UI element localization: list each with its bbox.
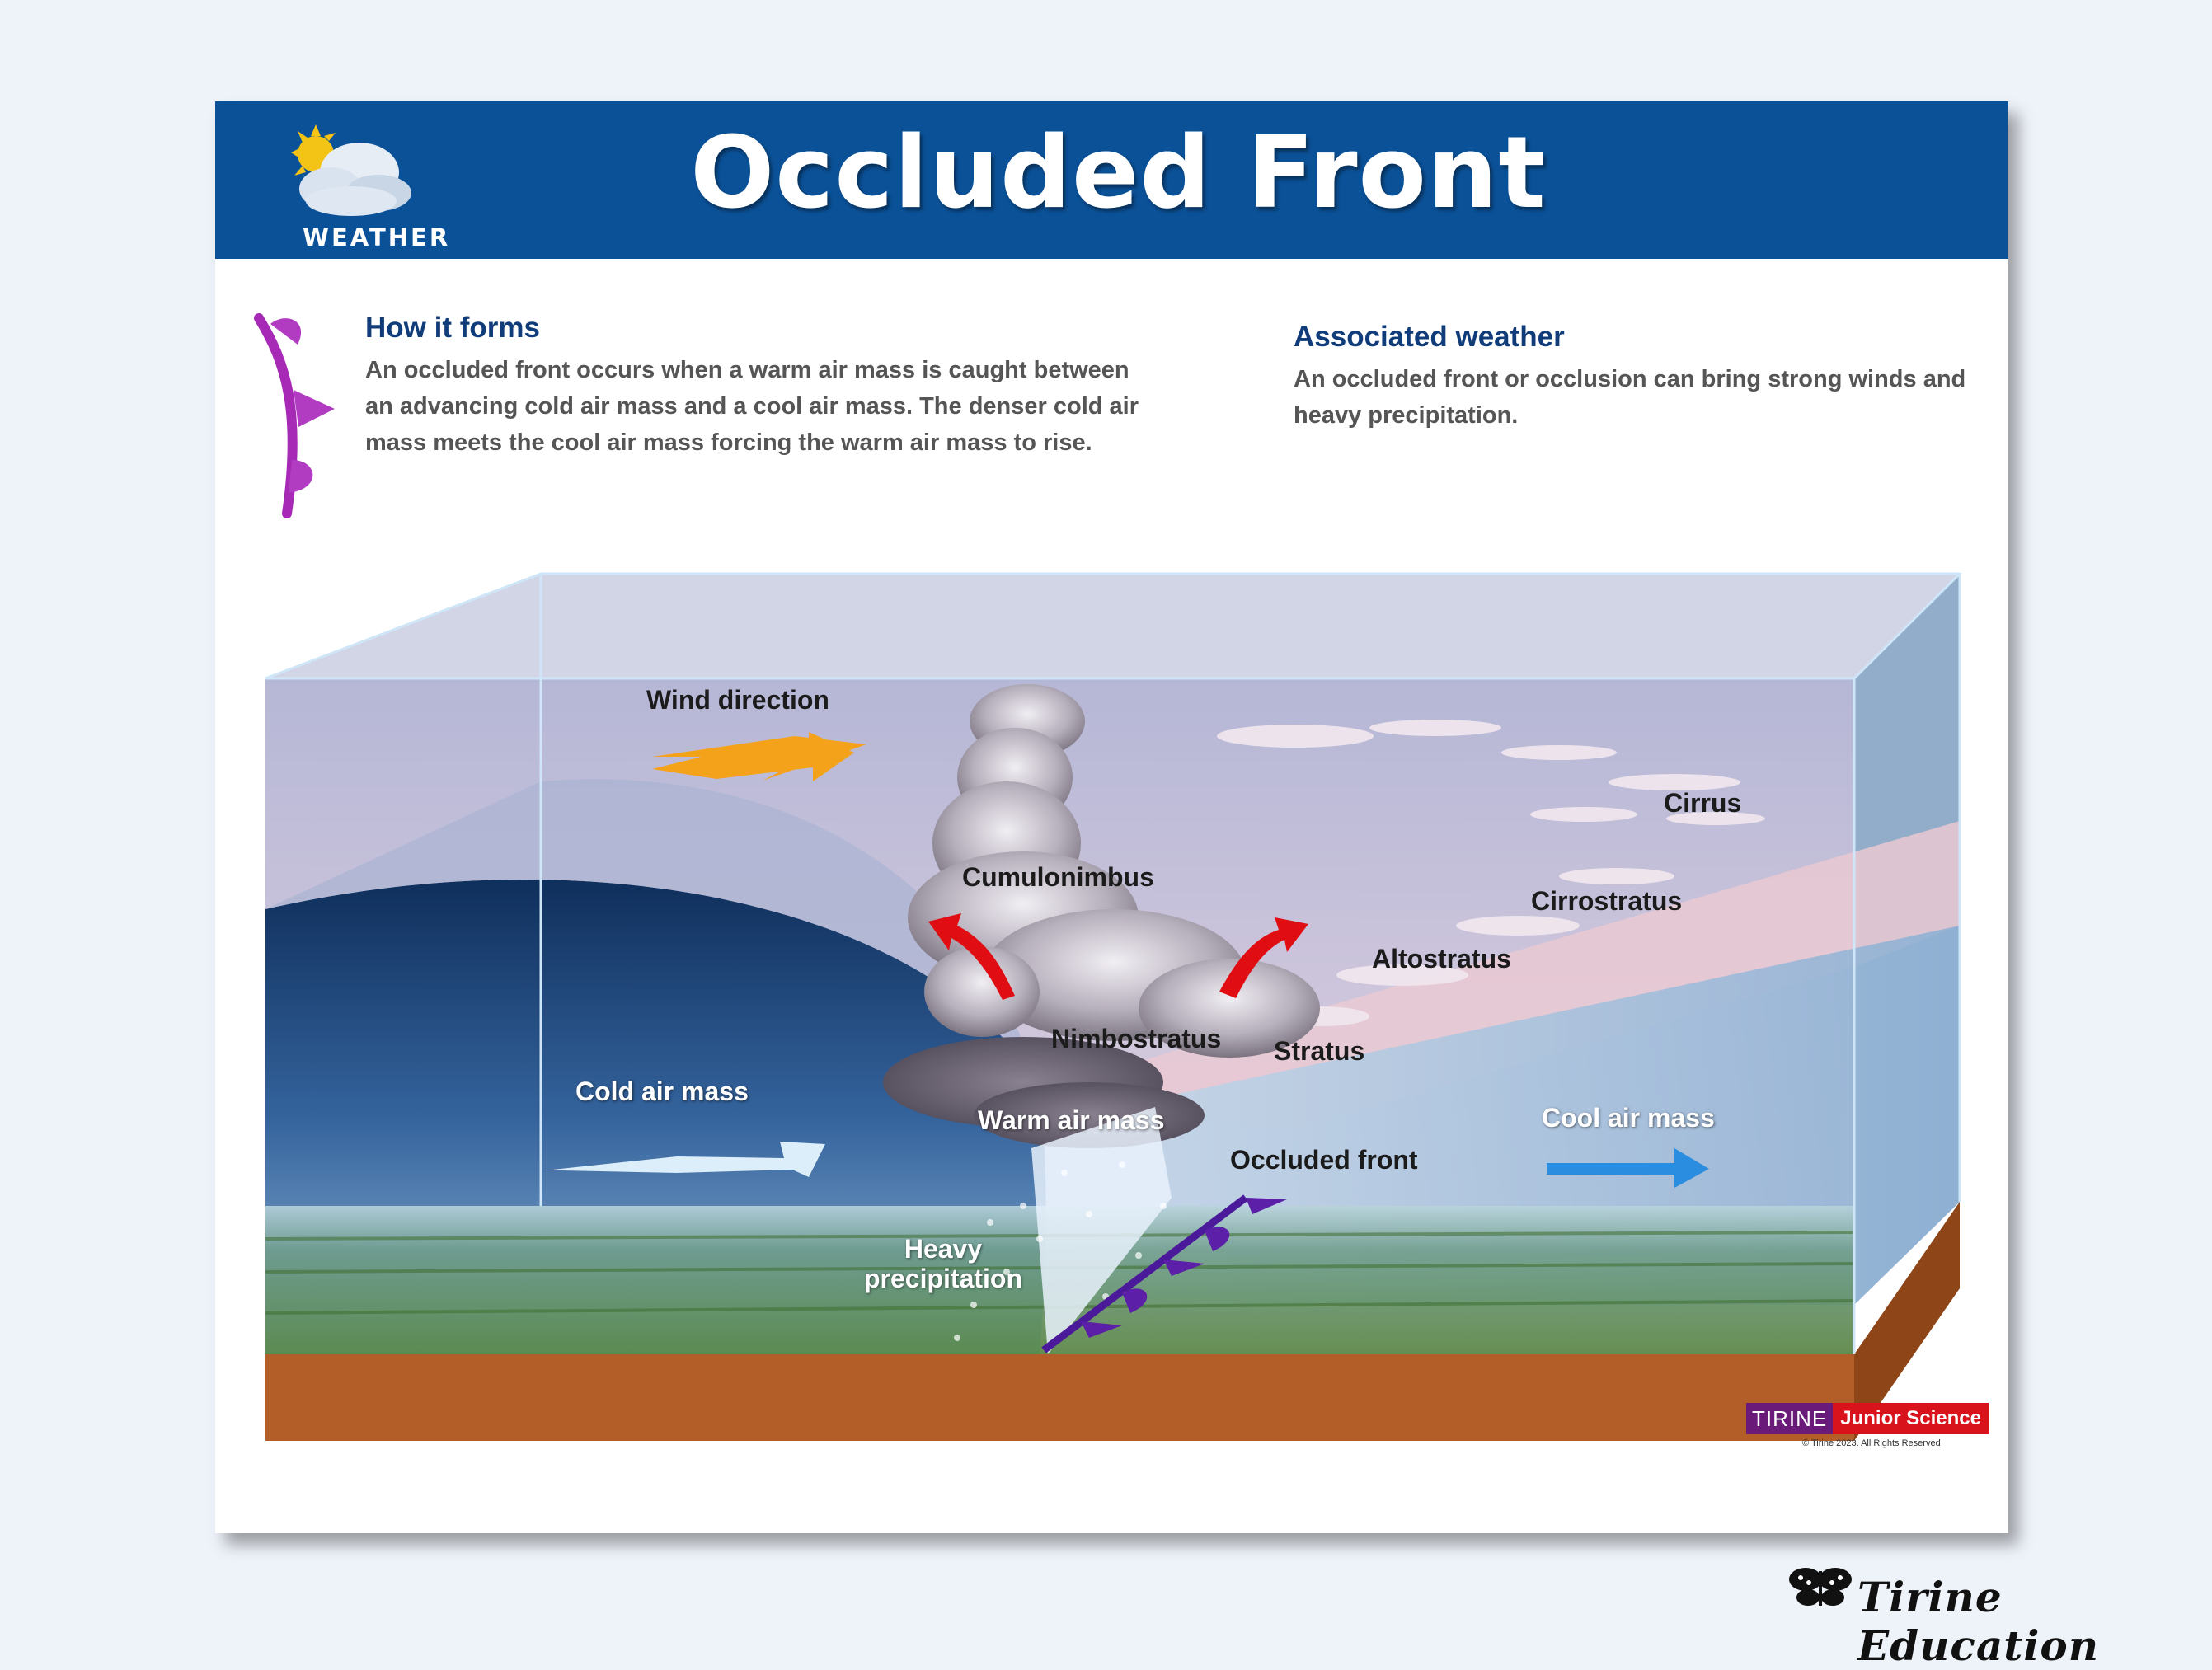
label-heavy: Heavy xyxy=(904,1234,983,1264)
how-it-forms-heading: How it forms xyxy=(365,312,540,344)
page-title: Occluded Front xyxy=(690,116,1547,231)
butterfly-icon xyxy=(1789,1568,1852,1606)
associated-weather-text: An occluded front or occlusion can bring… xyxy=(1294,361,1965,434)
label-warm-air-mass: Warm air mass xyxy=(978,1105,1165,1135)
occluded-front-line-icon xyxy=(1041,1194,1287,1353)
wind-direction-arrow-icon-body xyxy=(652,732,854,781)
logo-label: WEATHER xyxy=(303,223,451,251)
label-cirrus: Cirrus xyxy=(1664,788,1742,818)
tirine-brand-badge: TIRINE Junior Science xyxy=(1746,1403,1989,1434)
brand-right: Junior Science xyxy=(1833,1403,1989,1434)
label-cumulonimbus: Cumulonimbus xyxy=(962,862,1154,892)
label-wind-direction: Wind direction xyxy=(646,685,829,715)
label-heavy-precipitation: Heavy precipitation xyxy=(848,1234,1038,1293)
header-bar: WEATHER Occluded Front xyxy=(215,101,2008,259)
how-it-forms-line: mass meets the cool air mass forcing the… xyxy=(365,429,1092,456)
warm-rise-arrow-right-icon xyxy=(1219,917,1308,998)
associated-weather-heading: Associated weather xyxy=(1294,321,1565,353)
cool-air-arrow-icon xyxy=(1547,1148,1709,1188)
brand-left: TIRINE xyxy=(1746,1403,1834,1434)
label-occluded-front: Occluded front xyxy=(1230,1145,1418,1175)
label-nimbostratus: Nimbostratus xyxy=(1051,1024,1222,1053)
occluded-front-symbol-icon xyxy=(254,313,335,518)
associated-weather-line: heavy precipitation. xyxy=(1294,402,1519,429)
weather-logo-icon xyxy=(291,124,411,216)
how-it-forms-text: An occluded front occurs when a warm air… xyxy=(365,352,1139,461)
occluded-front-diagram xyxy=(265,572,1962,1441)
copyright-text: © Tirine 2023. All Rights Reserved xyxy=(1802,1438,1941,1448)
warm-rise-arrow-left-icon xyxy=(928,913,1015,1000)
label-cold-air-mass: Cold air mass xyxy=(575,1077,749,1106)
label-precipitation: precipitation xyxy=(863,1264,1022,1293)
associated-weather-line: An occluded front or occlusion can bring… xyxy=(1294,366,1966,392)
label-cirrostratus: Cirrostratus xyxy=(1531,886,1683,916)
poster: WEATHER Occluded Front How it forms An o… xyxy=(215,101,2008,1533)
label-stratus: Stratus xyxy=(1274,1036,1365,1066)
how-it-forms-line: An occluded front occurs when a warm air… xyxy=(365,357,1129,383)
how-it-forms-line: an advancing cold air mass and a cool ai… xyxy=(365,393,1139,420)
cold-air-arrow-icon xyxy=(545,1142,825,1177)
footer-brand: Tirine Education xyxy=(1857,1573,2100,1670)
label-cool-air-mass: Cool air mass xyxy=(1542,1103,1715,1133)
label-altostratus: Altostratus xyxy=(1372,944,1511,973)
